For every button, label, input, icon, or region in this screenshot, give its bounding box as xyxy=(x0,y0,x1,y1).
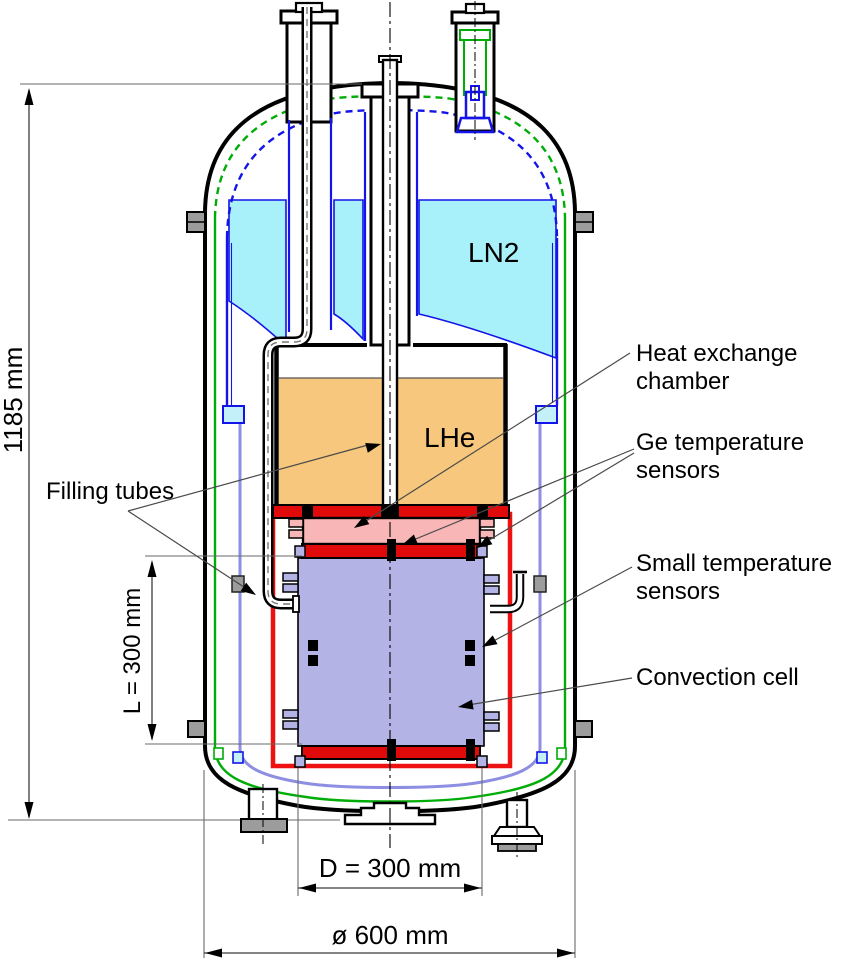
ge-sensors-label-1: Ge temperature xyxy=(636,429,804,456)
clamp-left xyxy=(302,506,313,520)
shield-support-left xyxy=(231,575,245,593)
shield-bracket-left xyxy=(222,405,245,424)
ge-sensor-right xyxy=(466,539,475,561)
leader-convection-cell xyxy=(461,677,633,707)
dimension-cell-length: L = 300 mm xyxy=(119,555,302,745)
leader-ge-sensor-b xyxy=(480,452,635,546)
lug-lower-right xyxy=(574,720,593,738)
small-sensor-right-2 xyxy=(465,655,475,666)
ln2-tank-inner-walls xyxy=(287,112,419,341)
shield-foot-left xyxy=(232,751,244,764)
shield-support-right xyxy=(533,575,547,593)
lug-lower-left xyxy=(187,720,206,738)
small-sensor-left-2 xyxy=(308,655,318,666)
drain-tube-right xyxy=(490,570,527,614)
green-foot-right xyxy=(556,747,567,760)
vessel-lugs xyxy=(186,211,594,738)
ge-sensor-center xyxy=(387,539,396,561)
heat-exchange-label-1: Heat exchange xyxy=(636,340,797,367)
ln2-valve-foot xyxy=(455,116,495,134)
small-sensor-right-1 xyxy=(465,640,475,651)
lhe-label: LHe xyxy=(424,422,475,453)
leader-filling-tube-b xyxy=(127,510,251,592)
clamp-right xyxy=(477,506,488,520)
convection-cell-label: Convection cell xyxy=(636,664,799,691)
left-foot xyxy=(240,818,288,833)
callout-leaders xyxy=(127,352,635,710)
ln2-left-strip xyxy=(228,199,287,348)
ge-sensors-label-2: sensors xyxy=(636,457,720,484)
tube-end-cap xyxy=(292,595,300,613)
heat-exchange-label-2: chamber xyxy=(636,368,729,395)
dimension-vessel-diameter: ø 600 mm xyxy=(203,770,576,958)
convection-cell-body xyxy=(297,557,485,747)
leader-small-sensors xyxy=(485,566,633,646)
dimension-overall-height: 1185 mm xyxy=(0,83,362,819)
ge-sensor-bottom-right xyxy=(466,739,475,761)
convection-cell-assembly xyxy=(270,504,513,769)
small-sensors-label-2: sensors xyxy=(636,578,720,605)
small-sensor-left-1 xyxy=(308,640,318,651)
dim-cell-length-text: L = 300 mm xyxy=(119,588,146,715)
leader-filling-tube-a xyxy=(127,444,369,512)
right-neck xyxy=(450,1,500,140)
leader-ge-sensor-a xyxy=(405,448,635,544)
filling-tube-left xyxy=(262,7,313,613)
ln2-label: LN2 xyxy=(468,237,519,268)
small-sensors-label-1: Small temperature xyxy=(636,550,832,577)
dimension-cell-diameter: D = 300 mm xyxy=(297,768,483,896)
ln2-tank-outline xyxy=(225,108,559,407)
ln2-mid-strip xyxy=(333,199,364,342)
ge-sensor-bottom-center xyxy=(387,739,396,761)
dim-cell-diameter-text: D = 300 mm xyxy=(319,853,461,883)
labels: LN2 LHe Filling tubes Heat exchange cham… xyxy=(46,237,832,691)
shield-foot-right xyxy=(536,751,548,764)
dim-overall-height-text: 1185 mm xyxy=(0,347,28,453)
dim-vessel-diameter-text: ø 600 mm xyxy=(331,920,448,950)
filling-tubes-label: Filling tubes xyxy=(46,478,174,505)
ln2-main-region xyxy=(418,199,557,360)
shield-bracket-right xyxy=(535,405,558,424)
vessel-supports xyxy=(240,784,543,858)
ln2-liquid-region xyxy=(228,199,557,360)
green-foot-left xyxy=(213,747,224,760)
leader-heat-exchange xyxy=(357,352,631,527)
